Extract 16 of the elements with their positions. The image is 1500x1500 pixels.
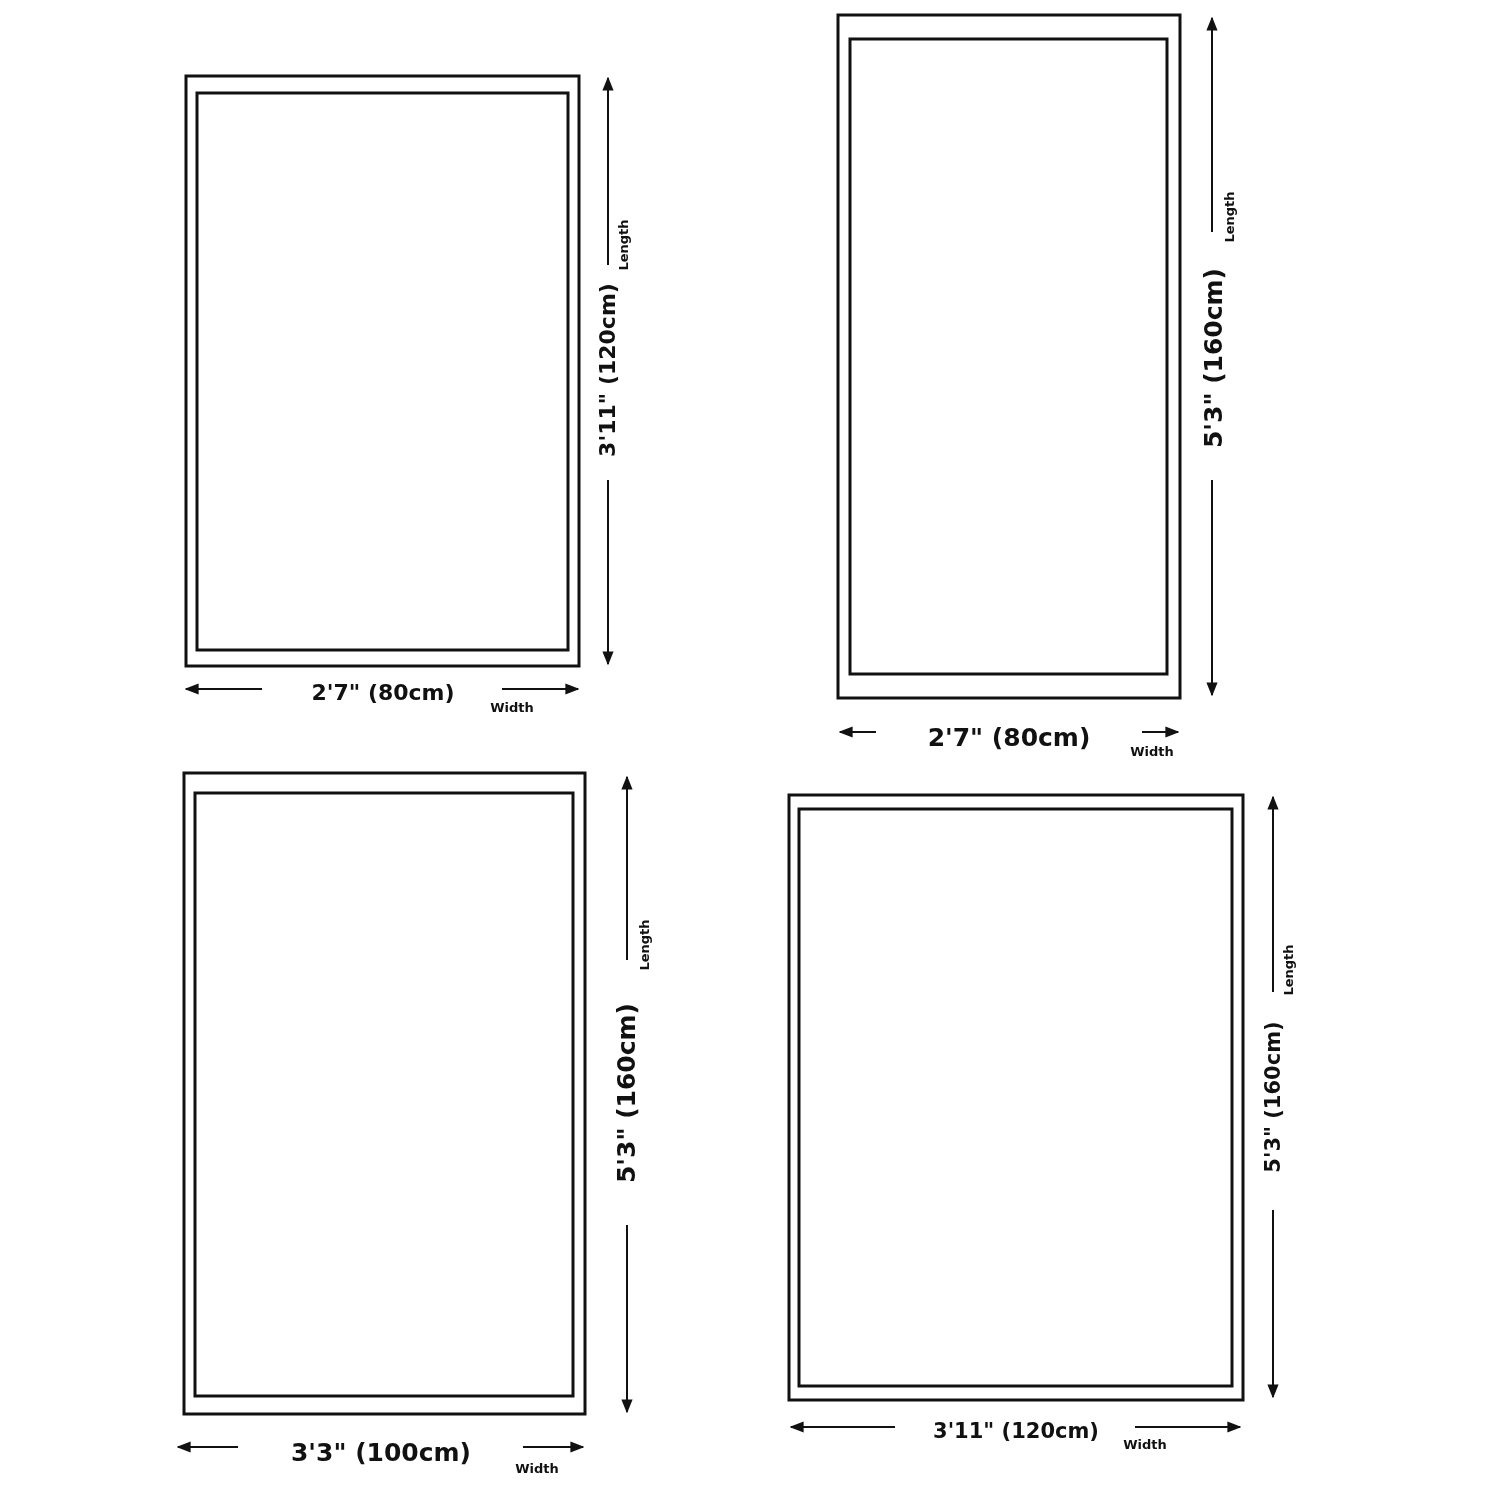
dimension-name: Width — [515, 1461, 559, 1475]
dimension-value: 2'7" (80cm) — [311, 682, 455, 704]
dimension-name: Width — [1123, 1437, 1167, 1451]
dimension-value: 3'11" (120cm) — [933, 1420, 1099, 1442]
dimension-value: 5'3" (160cm) — [1262, 1021, 1284, 1173]
dimension-name: Length — [616, 219, 630, 271]
dimension-name: Length — [1222, 191, 1236, 243]
dimension-value: 3'3" (100cm) — [290, 1439, 472, 1465]
dimension-name: Width — [1130, 744, 1174, 758]
dimension-value: 3'11" (120cm) — [597, 283, 619, 457]
dimension-value: 5'3" (160cm) — [613, 1002, 639, 1184]
dimension-value: 5'3" (160cm) — [1200, 267, 1226, 449]
dimension-name: Length — [1281, 944, 1295, 996]
dimension-value: 2'7" (80cm) — [927, 724, 1091, 750]
dimension-name: Width — [490, 700, 534, 714]
dimension-name: Length — [637, 919, 651, 971]
